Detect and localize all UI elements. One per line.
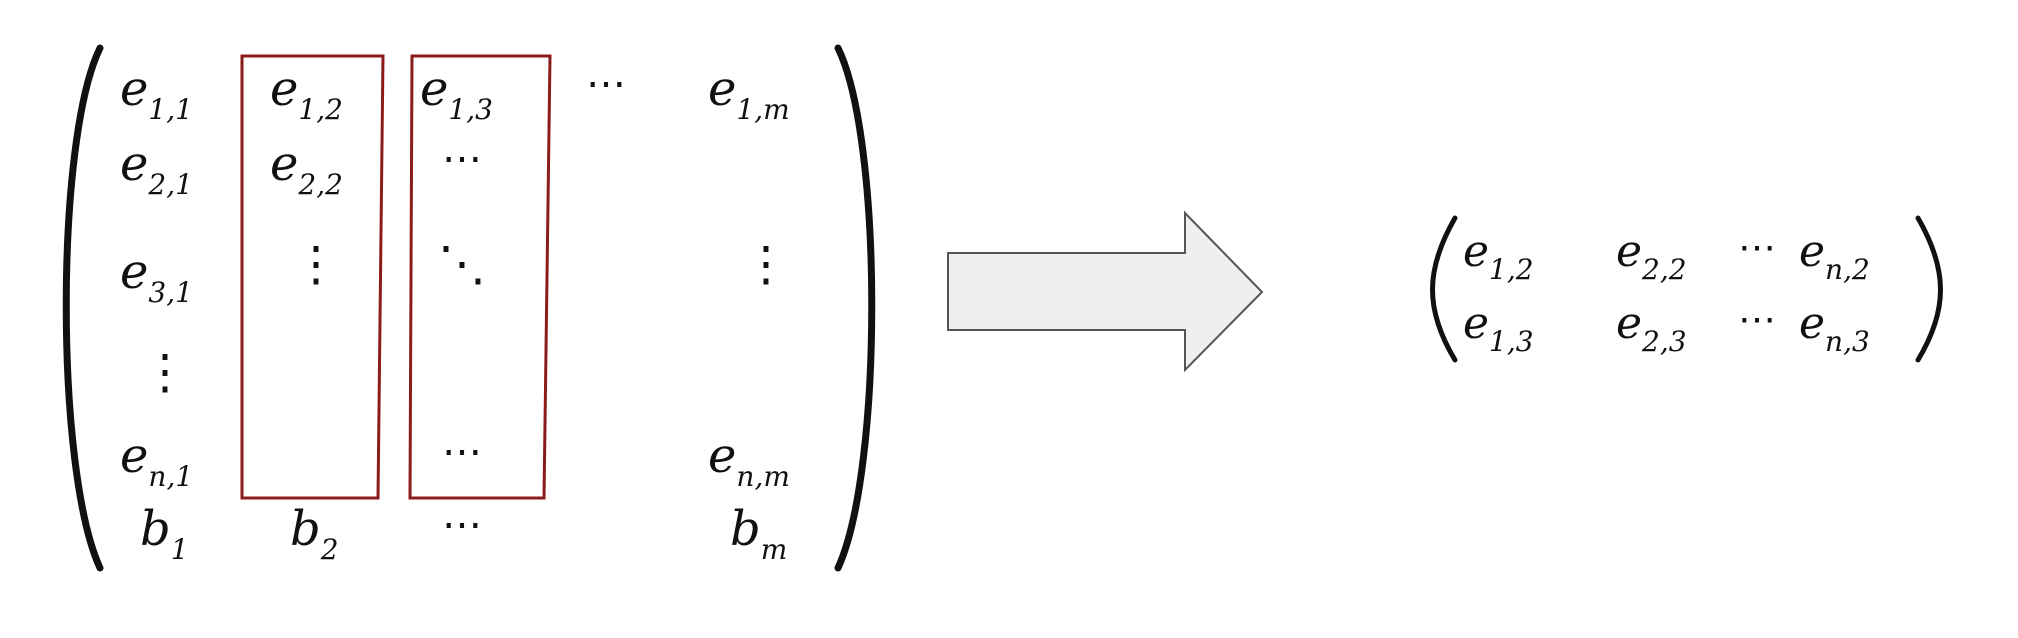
result-e23: e2,3 [1616,298,1687,358]
entry-enm: en,m [708,428,790,493]
hdots-row1: ⋯ [586,61,626,107]
entry-e11: e1,1 [120,61,193,126]
entry-b1: b1 [140,501,189,566]
result-en2: en,2 [1799,226,1870,286]
result-e12: e1,2 [1463,226,1534,286]
entry-e31: e3,1 [120,244,193,309]
entry-b2: b2 [290,501,339,566]
highlight-box-column-3 [408,54,552,500]
entry-e12: e1,2 [270,61,343,126]
right-matrix-open-paren [1430,215,1458,363]
result-hdots-row2: ⋯ [1738,297,1776,341]
result-en3: en,3 [1799,298,1870,358]
right-matrix-close-paren [1915,215,1943,363]
left-matrix-close-paren [834,44,876,572]
vdots-colm: ⋮ [742,236,790,292]
ddots-col3: ⋱ [438,236,486,292]
vdots-col1: ⋮ [141,344,189,400]
entry-bm: bm [730,501,787,566]
hdots-col3-b: ⋯ [442,502,482,548]
highlight-box-column-2 [240,54,385,500]
left-matrix-open-paren [62,44,104,572]
vdots-col2: ⋮ [292,236,340,292]
entry-e13: e1,3 [420,61,493,126]
result-e13: e1,3 [1463,298,1534,358]
hdots-col3-rn: ⋯ [442,429,482,475]
entry-e22: e2,2 [270,136,343,201]
result-e22: e2,2 [1616,226,1687,286]
result-hdots-row1: ⋯ [1738,225,1776,269]
entry-e1m: e1,m [708,61,790,126]
right-arrow-icon [947,210,1264,373]
entry-e21: e2,1 [120,136,193,201]
hdots-col3-r2: ⋯ [442,136,482,182]
entry-en1: en,1 [120,428,193,493]
